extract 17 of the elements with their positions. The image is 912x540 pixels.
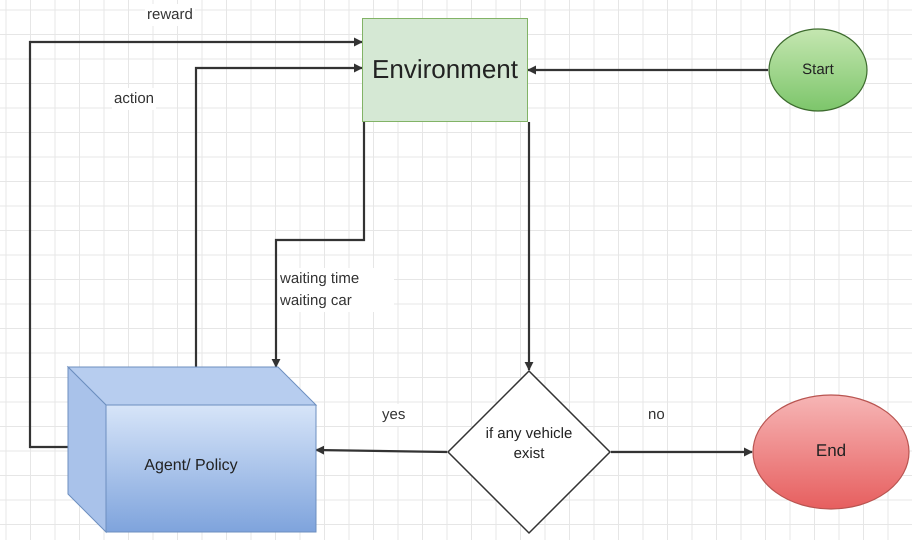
edge-label: action — [112, 88, 156, 110]
process-box — [362, 18, 528, 122]
arrow — [527, 66, 768, 74]
edge-label: yes — [380, 404, 408, 426]
edge-label: waiting time waiting car — [278, 268, 394, 312]
arrow — [524, 122, 534, 371]
arrow — [611, 448, 753, 456]
node-label: if any vehicle exist — [484, 424, 574, 464]
arrow — [194, 64, 363, 367]
node-label: Environment — [371, 53, 519, 86]
edge-label: reward — [145, 4, 195, 26]
node-label: Agent/ Policy — [143, 456, 239, 476]
node-label: Start — [801, 60, 835, 80]
arrow — [272, 122, 366, 368]
arrow — [28, 38, 363, 448]
node-label: End — [814, 440, 848, 462]
arrow — [315, 446, 448, 455]
